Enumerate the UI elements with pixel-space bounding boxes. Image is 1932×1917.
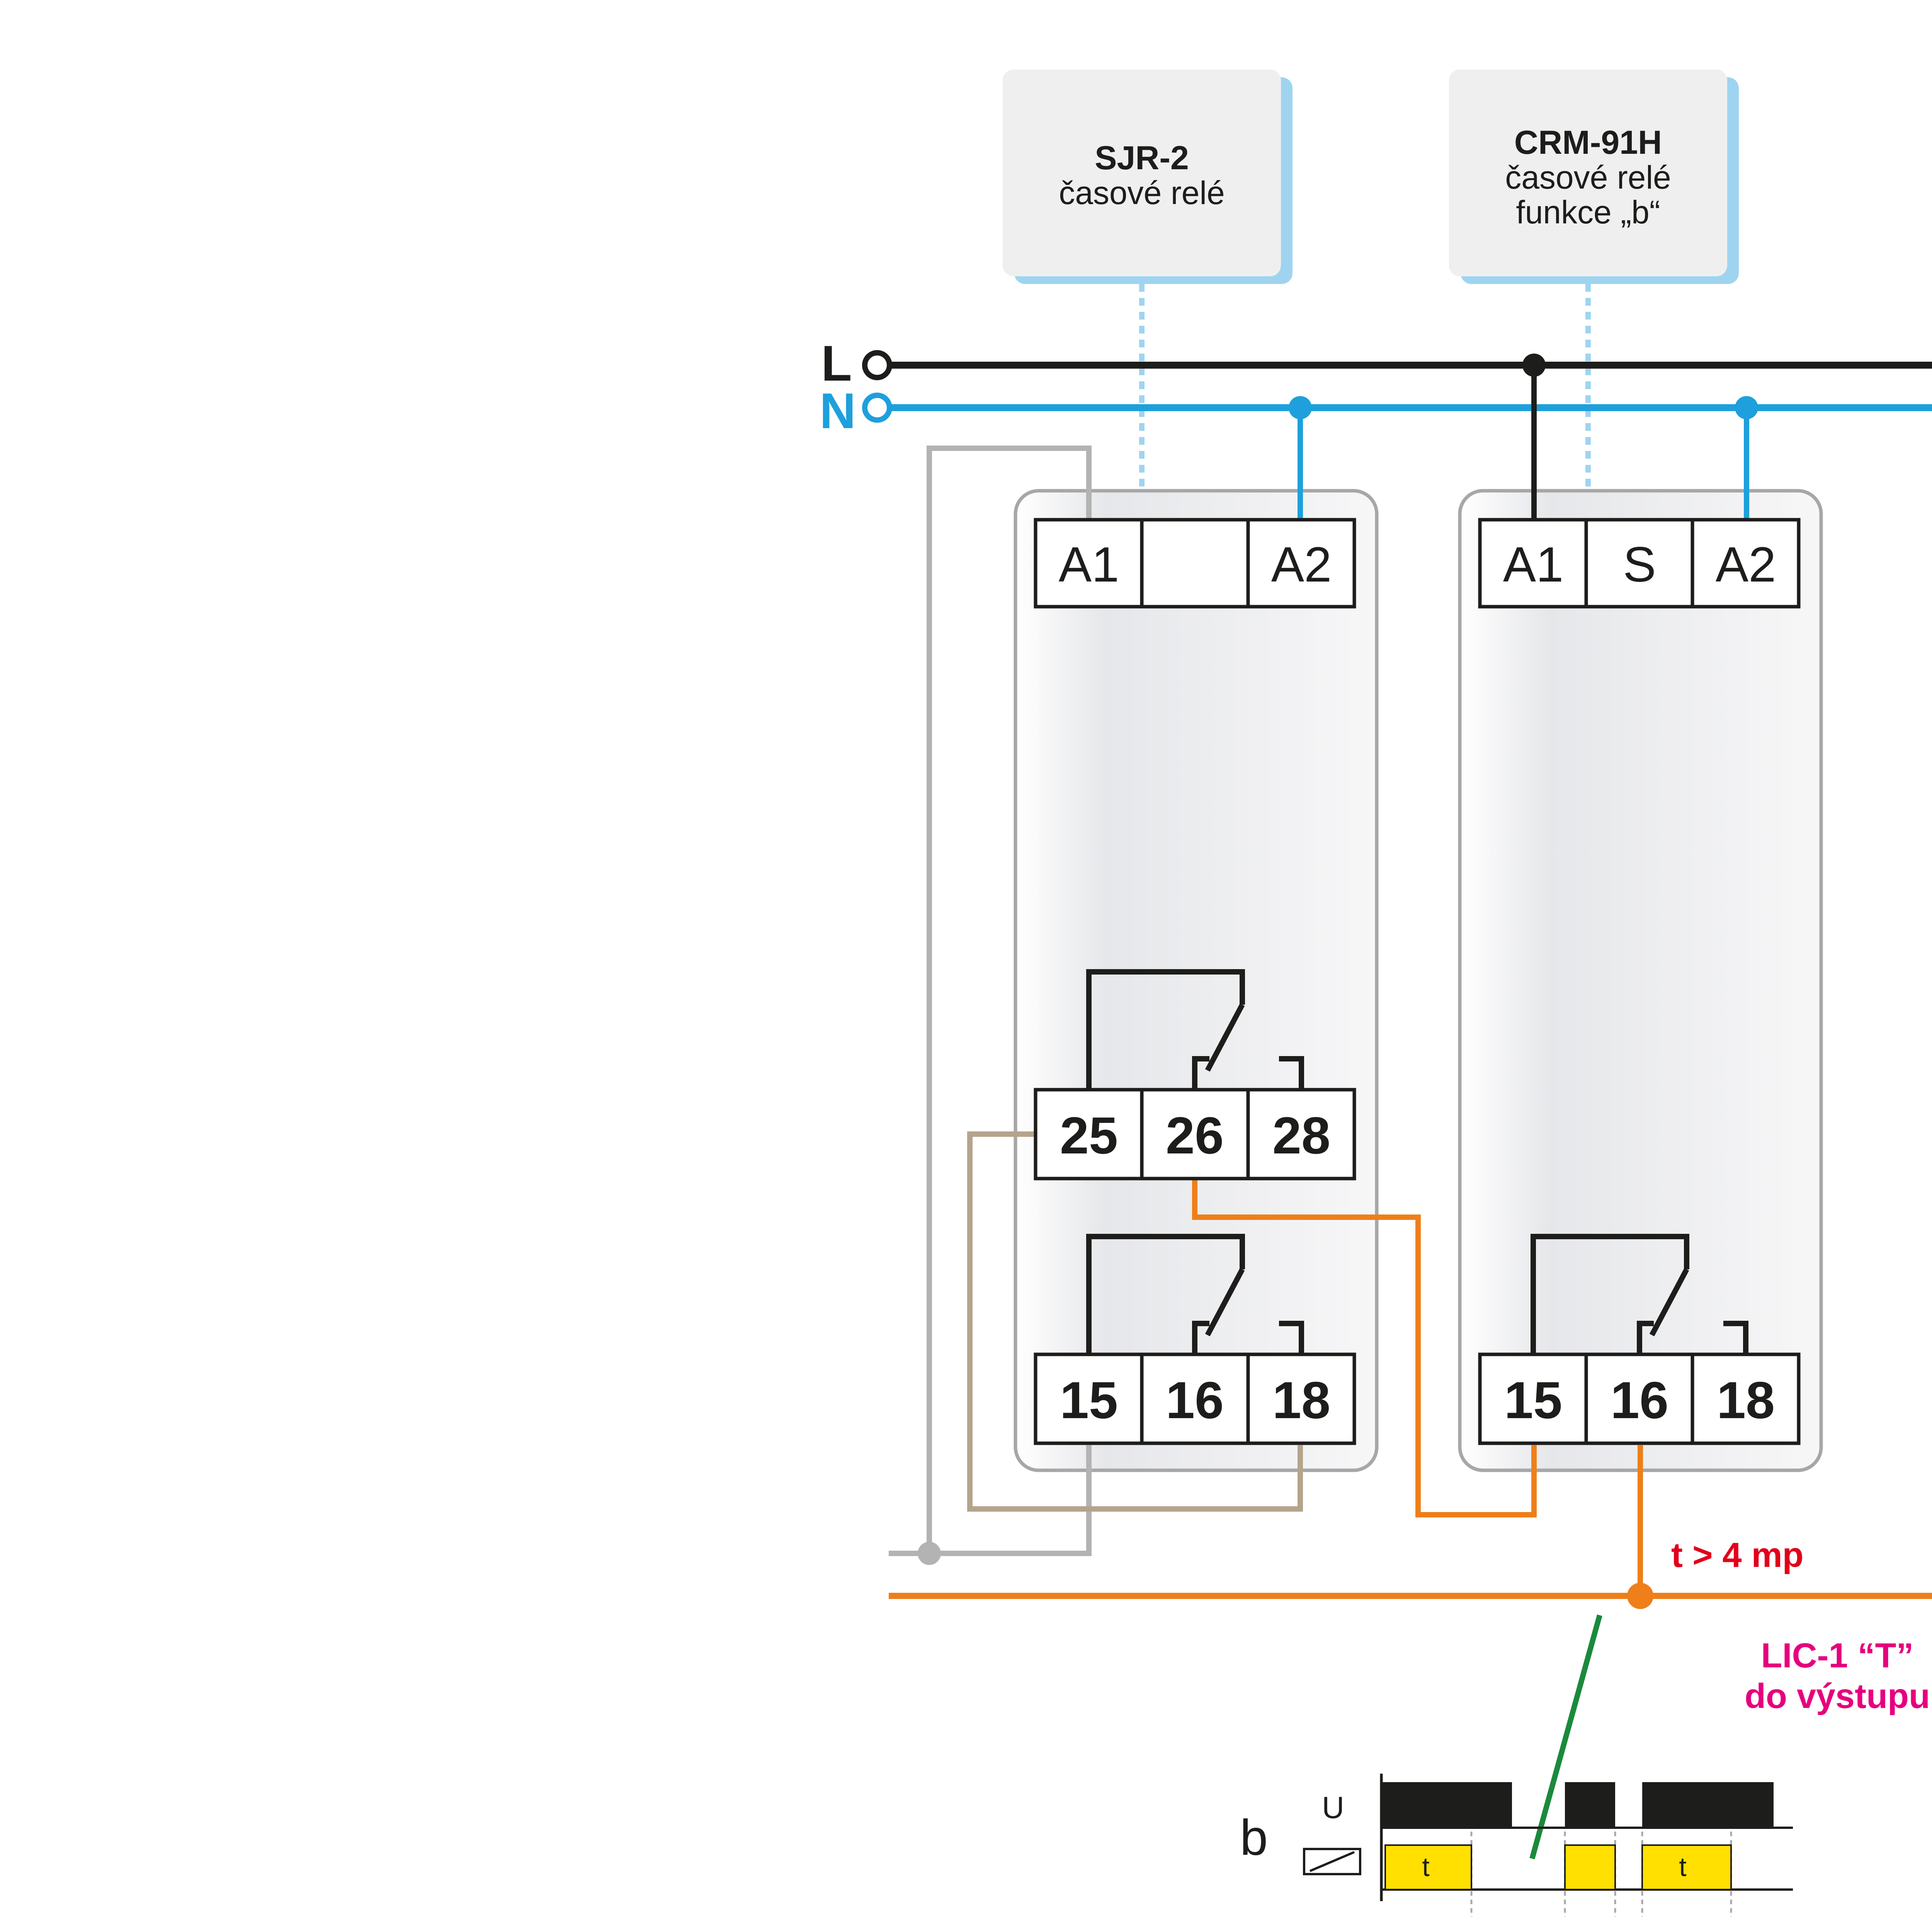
crm-terminal-15: 15 xyxy=(1504,1371,1562,1429)
sjr-contact-2-symbol xyxy=(1086,969,1304,1090)
line-L-label: L xyxy=(821,335,852,391)
crm-terminal-S: S xyxy=(1623,537,1656,592)
line-L: L xyxy=(821,335,1932,391)
sjr-top-terminals: A1 A2 xyxy=(1034,518,1356,609)
crm-bottom-terminals: 15 16 18 xyxy=(1478,1352,1801,1445)
sjr-description: časové relé xyxy=(1059,175,1225,211)
line-N: N xyxy=(820,383,1932,439)
crm-name: CRM-91H xyxy=(1514,124,1662,161)
crm-top-terminals: A1 S A2 xyxy=(1478,518,1801,609)
sjr-name: SJR-2 xyxy=(1095,139,1189,177)
sjr-terminal-25: 25 xyxy=(1060,1106,1118,1165)
output-t-label-2: t xyxy=(1679,1852,1686,1882)
sjr-terminal-A1: A1 xyxy=(1059,537,1119,592)
coil-icon xyxy=(1303,1848,1361,1875)
sjr-terminal-28: 28 xyxy=(1272,1106,1330,1165)
crm-description-1: časové relé xyxy=(1505,159,1671,196)
orange-wires xyxy=(889,1171,1932,1609)
lic-annotation-1: LIC-1 “T” xyxy=(1761,1636,1914,1675)
sjr-terminal-16: 16 xyxy=(1166,1371,1224,1429)
sjr-module xyxy=(1014,489,1379,1472)
supply-drops xyxy=(1289,354,1758,520)
output-pulse-2 xyxy=(1564,1844,1616,1890)
output-pulse-1 xyxy=(1384,1844,1472,1890)
time-annotation: t > 4 mp xyxy=(1671,1536,1804,1575)
supply-pulse-3 xyxy=(1642,1782,1774,1828)
line-N-label: N xyxy=(820,383,856,439)
sjr-bottom-terminals: 15 16 18 xyxy=(1034,1352,1356,1445)
supply-pulse-1 xyxy=(1383,1782,1512,1828)
function-label: b xyxy=(1240,1809,1268,1866)
sjr-terminal-18: 18 xyxy=(1272,1371,1330,1429)
crm-terminal-18: 18 xyxy=(1717,1371,1775,1429)
crm-terminal-16: 16 xyxy=(1611,1371,1668,1429)
supply-pulse-2 xyxy=(1565,1782,1615,1828)
crm-description-2: funkce „b“ xyxy=(1516,194,1660,230)
sjr-contact-1-symbol xyxy=(1086,1234,1304,1354)
tan-wire xyxy=(967,1131,1303,1512)
u-label: U xyxy=(1322,1790,1344,1825)
sjr-terminal-15: 15 xyxy=(1060,1371,1118,1429)
sjr-terminal-A2: A2 xyxy=(1271,537,1332,592)
output-t-label-1: t xyxy=(1422,1852,1429,1882)
green-pointer xyxy=(1529,1614,1602,1859)
output-pulse-3 xyxy=(1641,1844,1732,1890)
sjr-terminal-26: 26 xyxy=(1166,1106,1224,1165)
sjr-mid-terminals: 25 26 28 xyxy=(1034,1088,1356,1180)
gray-wire xyxy=(889,446,1092,1565)
crm-terminal-A2: A2 xyxy=(1716,537,1776,592)
sjr-label-box: SJR-2 časové relé xyxy=(1003,70,1293,284)
timing-diagram: b U t t xyxy=(1240,1774,1793,1917)
crm-terminal-A1: A1 xyxy=(1503,537,1564,592)
lic-annotation-2: do výstupu xyxy=(1745,1677,1930,1716)
crm-label-box: CRM-91H časové relé funkce „b“ xyxy=(1449,70,1739,284)
crm-contact-symbol xyxy=(1531,1234,1748,1354)
